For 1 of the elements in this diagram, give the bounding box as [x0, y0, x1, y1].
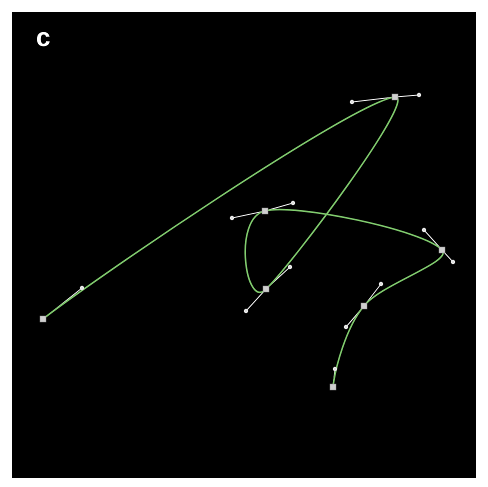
panel-letter: c — [36, 24, 50, 50]
